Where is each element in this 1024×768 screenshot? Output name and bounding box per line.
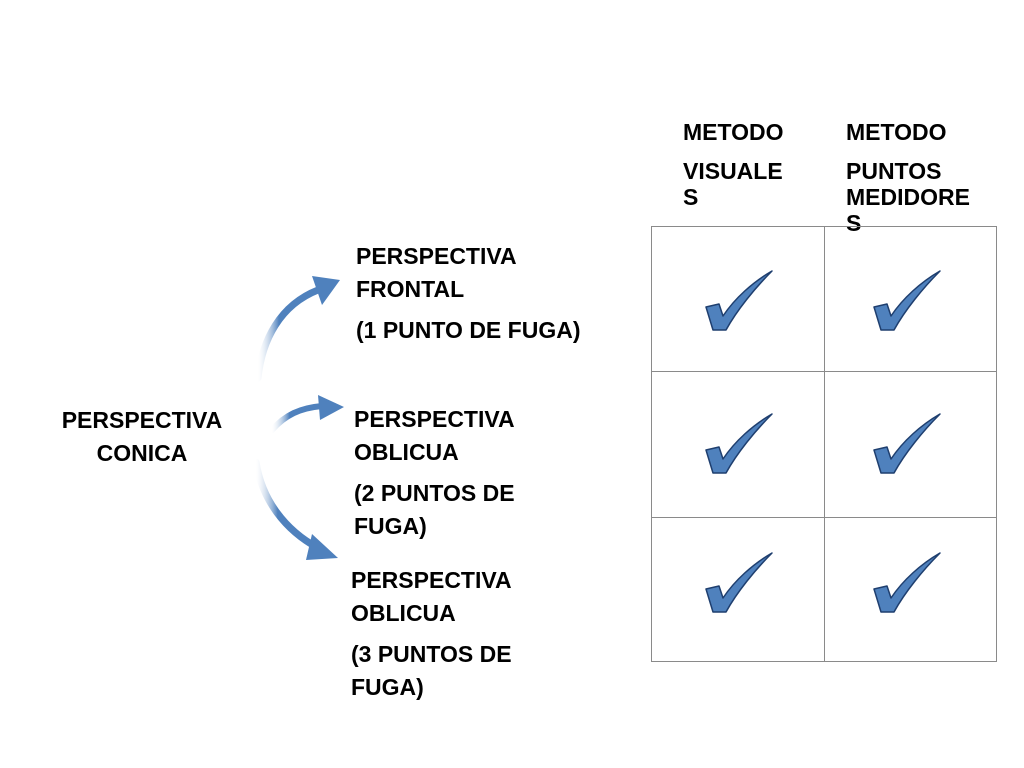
branch-oblicua-3: PERSPECTIVA OBLICUA (3 PUNTOS DE FUGA) <box>351 564 512 704</box>
column-header-medidores: METODO PUNTOS MEDIDORE S <box>846 116 970 236</box>
root-node: PERSPECTIVA CONICA <box>40 404 244 470</box>
branch-frontal: PERSPECTIVA FRONTAL (1 PUNTO DE FUGA) <box>356 240 580 347</box>
grid-cell <box>824 517 997 662</box>
branch-title-line1: PERSPECTIVA <box>356 243 517 269</box>
branch-oblicua-2: PERSPECTIVA OBLICUA (2 PUNTOS DE FUGA) <box>354 403 515 543</box>
checkmark-icon <box>705 413 773 474</box>
branch-title-line1: PERSPECTIVA <box>351 567 512 593</box>
curved-arrow-icon <box>269 395 344 433</box>
root-line1: PERSPECTIVA <box>61 407 223 433</box>
column-header-line1: METODO <box>683 119 784 145</box>
root-line2: CONICA <box>96 440 188 466</box>
branch-sub-line2: FUGA) <box>351 674 424 700</box>
curved-arrow-icon <box>252 458 338 560</box>
branch-title-line2: FRONTAL <box>356 276 465 302</box>
checkmark-icon <box>873 270 941 331</box>
checkmark-icon <box>705 270 773 331</box>
curved-arrow-icon <box>254 276 340 382</box>
branch-sub-line1: (2 PUNTOS DE <box>354 480 515 506</box>
branch-title-line1: PERSPECTIVA <box>354 406 515 432</box>
checkmark-icon <box>705 552 773 613</box>
column-header-line3: S <box>683 184 699 210</box>
column-header-visuales: METODO VISUALE S <box>683 116 784 210</box>
column-header-line1: METODO <box>846 119 947 145</box>
column-header-line2: VISUALE <box>683 158 783 184</box>
branch-title-line2: OBLICUA <box>351 600 456 626</box>
method-grid <box>651 226 997 662</box>
branch-title-line2: OBLICUA <box>354 439 459 465</box>
column-header-line3: MEDIDORE <box>846 184 970 210</box>
branch-sub-line1: (1 PUNTO DE FUGA) <box>356 317 581 343</box>
column-header-line4: S <box>846 210 862 236</box>
branch-sub-line2: FUGA) <box>354 513 427 539</box>
checkmark-icon <box>873 413 941 474</box>
branch-sub-line1: (3 PUNTOS DE <box>351 641 512 667</box>
checkmark-icon <box>873 552 941 613</box>
column-header-line2: PUNTOS <box>846 158 942 184</box>
